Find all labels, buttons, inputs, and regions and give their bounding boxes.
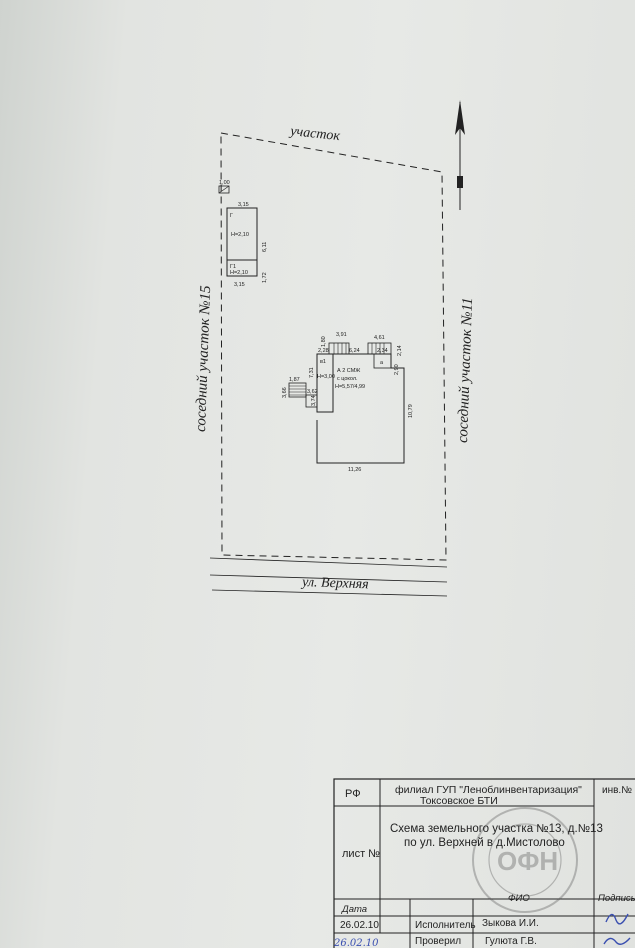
row2-role: Проверил [415,936,461,947]
house-dim-left-top: 1,87 [289,377,300,383]
plot-boundary [220,132,447,561]
house-dim-v1-side: 7,31 [309,367,315,378]
house-letter-v1: в1 [320,359,326,365]
outbuilding-dim-bottom: 3,15 [234,282,245,288]
org-line1: филиал ГУП "Леноблинвентаризация" [395,784,582,796]
outbuilding-dim-side: 6,11 [262,242,268,252]
north-label: участок [288,124,341,144]
outbuilding-dim-side-bottom: 1,72 [262,272,268,283]
house-dim-right-side: 2,14 [397,345,403,356]
outbuilding: 1,00 3,15 Г Н=2,10 6,11 Г1 Н=2,10 1,72 3… [218,180,268,288]
house-dim-porch-top: 3,91 [336,332,347,338]
sign-header: Подпись [598,893,635,904]
west-label: соседний участок №15 [193,285,214,432]
house-main-label: А 2 СМЖ [337,368,360,374]
signature-1 [605,913,629,925]
row2-name: Гулюта Г.В. [485,936,537,947]
row1-role: Исполнитель [415,920,476,931]
house-height-v1: Н=3,00 [317,374,335,380]
org-line2: Токсовское БТИ [420,795,498,807]
house-dim-bottom: 11,26 [348,467,361,473]
outbuilding-letter-bottom: Г1 [230,264,236,270]
house-dim-porch-side: 1,80 [321,336,327,347]
house-dim-right: 10,79 [408,404,414,418]
street-lines [209,557,448,597]
fio-header: ФИО [508,893,530,904]
house-main-height: Н=5,57/4,99 [335,384,365,390]
house-dim-a-width: 2,34 [377,348,388,354]
scheme-line2: по ул. Верхней в д.Мистолово [404,837,565,849]
date-header: Дата [341,904,367,915]
house-dim-main-top: 6,24 [349,348,360,354]
house-dim-right-porch: 4,61 [374,335,385,341]
outbuilding-dim-top: 3,15 [238,202,249,208]
outbuilding-dim-top-small: 1,00 [219,180,230,186]
row1-date: 26.02.10 [340,920,379,931]
house: 3,91 1,80 2,28 6,24 4,61 2,14 2,34 2,90 … [282,332,414,473]
house-dim-left-small: 3,74 [311,395,317,406]
south-label: ул. Верхняя [300,575,369,592]
title-block: ОФН РФ филиал ГУП "Леноблинвентаризация"… [333,778,635,948]
outbuilding-height-bottom: Н=2,10 [230,270,248,276]
house-main-sub: с цокол. [337,376,358,382]
scheme-line1: Схема земельного участка №13, д.№13 [390,823,603,835]
row2-date-handwritten: 26.02.10 [333,938,379,948]
sheet-label: лист № [342,848,380,860]
east-label: соседний участок №11 [455,297,476,443]
north-arrow-icon [455,100,465,210]
rf-label: РФ [345,788,361,800]
house-dim-a-side: 2,90 [394,364,400,375]
inv-label: инв.№ [602,785,632,796]
outbuilding-letter-top: Г [230,213,233,219]
house-letter-a: а [380,360,384,366]
svg-text:ОФН: ОФН [497,846,558,876]
row1-name: Зыкова И.И. [482,918,539,929]
signature-2 [603,937,631,945]
house-dim-left-width: 3,62 [307,389,318,395]
stamp-icon: ОФН [472,807,578,913]
outbuilding-height-top: Н=2,10 [231,232,249,238]
house-dim-left-side: 3,66 [282,387,288,398]
house-dim-v1-width: 2,28 [318,348,329,354]
